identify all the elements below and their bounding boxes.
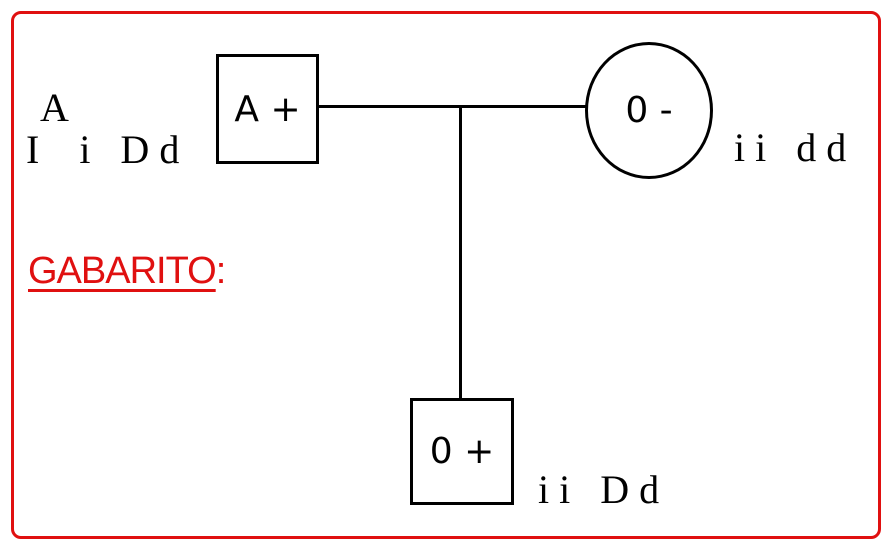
father-allele-superscript: A xyxy=(40,85,69,130)
mother-circle: 0 - xyxy=(585,42,713,179)
child-square: 0 + xyxy=(410,398,514,505)
gabarito-colon: : xyxy=(215,250,227,292)
mother-genotype: i i d d xyxy=(734,125,847,170)
gabarito-label: GABARITO: xyxy=(28,250,227,293)
gabarito-word: GABARITO xyxy=(28,250,217,292)
descent-line xyxy=(459,105,462,400)
father-genotype: I i D d xyxy=(26,127,180,172)
father-square: A + xyxy=(216,54,319,164)
child-genotype: i i D d xyxy=(538,467,660,512)
child-phenotype: 0 + xyxy=(429,431,495,472)
marriage-line xyxy=(318,105,588,108)
father-phenotype: A + xyxy=(234,88,301,130)
mother-phenotype: 0 - xyxy=(625,90,673,131)
diagram-frame xyxy=(11,11,881,539)
